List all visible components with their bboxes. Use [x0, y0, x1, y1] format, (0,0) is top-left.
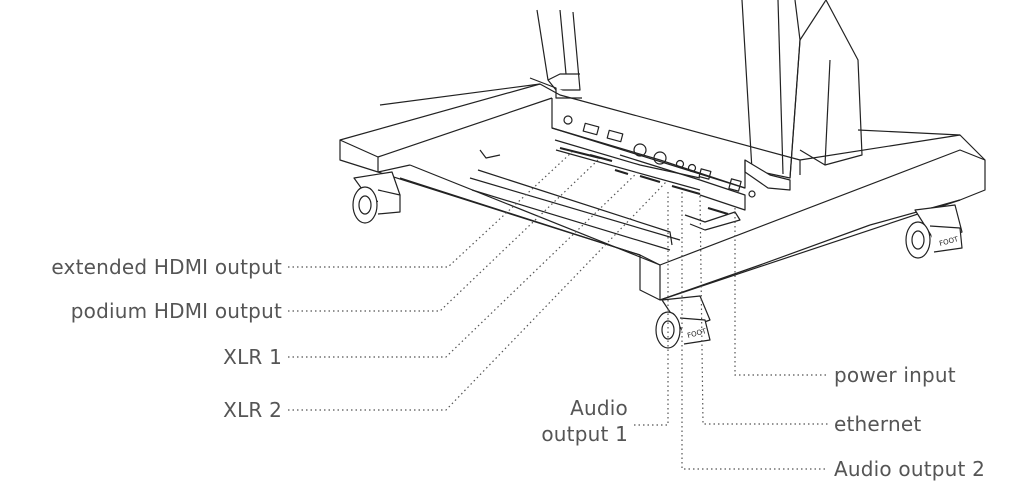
left-post: [529, 9, 582, 99]
label-extended-hdmi-output: extended HDMI output: [51, 255, 282, 279]
wheel-left: [352, 171, 401, 224]
label-audio-output-2: Audio output 2: [834, 457, 986, 481]
wheel-right: FOOT: [905, 204, 963, 259]
connectors: [559, 115, 756, 215]
label-xlr-2: XLR 2: [223, 398, 282, 422]
leader-ethernet: [699, 195, 828, 425]
leader-lines: [288, 151, 828, 470]
base-body: [339, 83, 986, 301]
right-posts: [741, 0, 863, 191]
label-audio-output-1-line2: output 1: [541, 422, 628, 446]
label-podium-hdmi-output: podium HDMI output: [70, 299, 282, 323]
label-audio-output-1-line1: Audio: [570, 396, 628, 420]
leader-xlr1: [288, 169, 641, 358]
cart-drawing: FOOT FOOT: [339, 0, 986, 349]
leader-podium-hdmi: [288, 159, 599, 312]
label-audio-output-1: Audio output 1: [520, 395, 628, 447]
leader-extended-hdmi: [288, 151, 573, 268]
label-ethernet: ethernet: [834, 412, 922, 436]
label-xlr-1: XLR 1: [223, 345, 282, 369]
label-power-input: power input: [834, 363, 956, 387]
leader-xlr2: [288, 181, 667, 411]
wheel-front: FOOT: [655, 295, 711, 349]
leader-power-input: [734, 208, 826, 376]
